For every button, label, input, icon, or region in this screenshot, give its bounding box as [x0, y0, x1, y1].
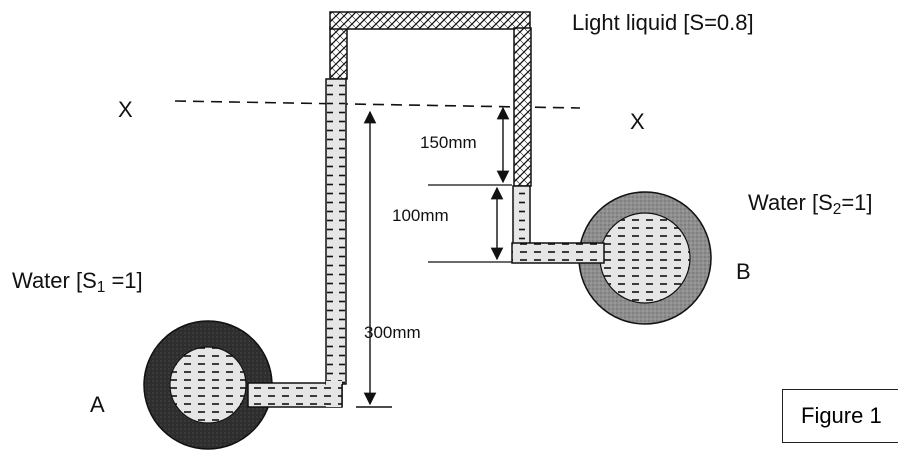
right-connector-tube — [511, 242, 605, 264]
dimension-150mm-label: 150mm — [420, 133, 477, 152]
right-limb-water — [512, 185, 531, 247]
section-label-right: X — [630, 109, 645, 134]
top-tube-light-liquid — [329, 11, 531, 30]
figure-caption: Figure 1 — [782, 389, 898, 443]
left-limb-light-liquid — [329, 26, 348, 80]
section-label-left: X — [118, 97, 133, 122]
dimension-100mm — [428, 184, 512, 263]
pipe-b-label: B — [736, 259, 751, 284]
left-limb-water — [325, 78, 347, 385]
light-liquid-label: Light liquid [S=0.8] — [572, 10, 754, 35]
right-limb-light-liquid — [513, 27, 532, 187]
dimension-300mm — [356, 110, 392, 408]
water-right-label: Water [S2=1] — [748, 190, 873, 218]
water-left-label: Water [S1 =1] — [12, 268, 143, 296]
dimension-300mm-label: 300mm — [364, 323, 421, 342]
figure-caption-text: Figure 1 — [801, 403, 882, 428]
section-line-x — [174, 100, 581, 109]
dimension-100mm-label: 100mm — [392, 206, 449, 225]
pipe-a-label: A — [90, 392, 105, 417]
pipe-a — [143, 320, 273, 450]
